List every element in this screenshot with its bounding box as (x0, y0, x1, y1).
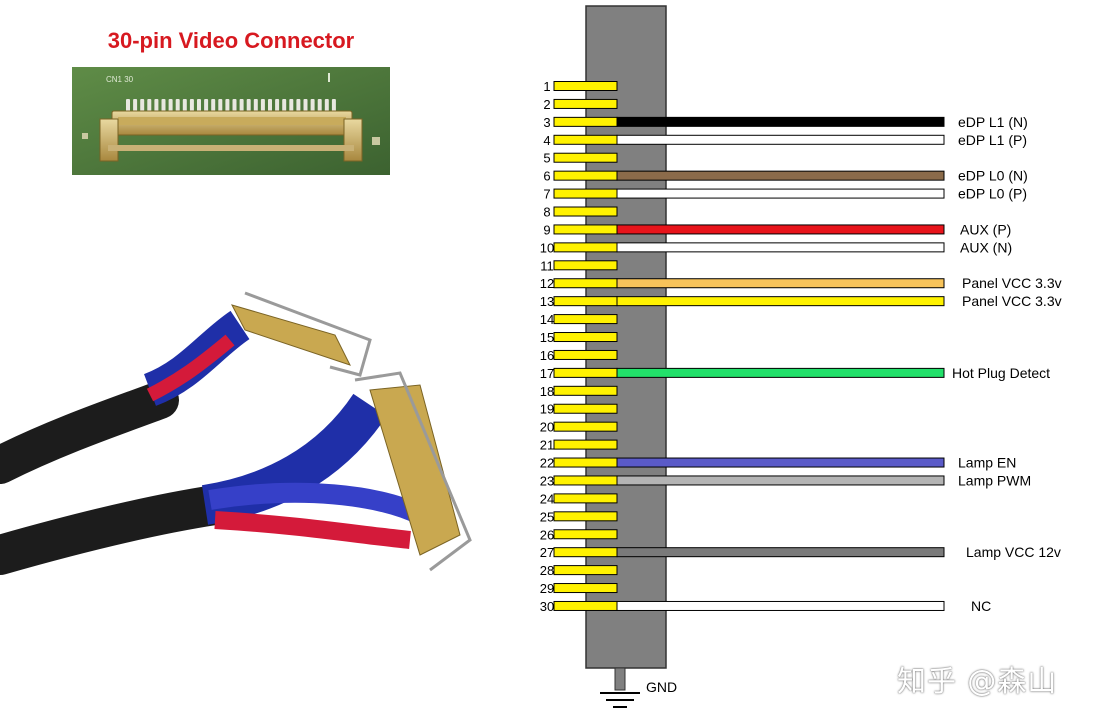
pin-29 (553, 583, 618, 594)
pin-number: 24 (540, 491, 554, 506)
pin-number: 2 (543, 97, 550, 112)
signal-label: Lamp VCC 12v (966, 544, 1061, 560)
pin-number: 15 (540, 330, 554, 345)
pin-23 (553, 475, 618, 486)
pin-19 (553, 403, 618, 414)
wire-pin-17 (616, 367, 945, 378)
wire-pin-4 (616, 134, 945, 145)
cable-assembly-photo (0, 291, 472, 575)
pin-number: 13 (540, 294, 554, 309)
pin-12 (553, 278, 618, 289)
pin-number: 8 (543, 205, 550, 220)
pin-18 (553, 385, 618, 396)
pin-11 (553, 260, 618, 271)
wire-pin-3 (616, 116, 945, 127)
wire-pin-27 (616, 547, 945, 558)
pin-number: 18 (540, 384, 554, 399)
pin-22 (553, 457, 618, 468)
pin-26 (553, 529, 618, 540)
signal-label: NC (971, 598, 991, 614)
signal-label: Panel VCC 3.3v (962, 275, 1062, 291)
signal-label: eDP L0 (P) (958, 186, 1027, 202)
pin-15 (553, 332, 618, 343)
pin-9 (553, 224, 618, 235)
pin-25 (553, 511, 618, 522)
pin-number: 7 (543, 187, 550, 202)
pin-number: 10 (540, 240, 554, 255)
connector-photo: CN1 30 (72, 67, 390, 175)
wire-pin-9 (616, 224, 945, 235)
pin-number: 22 (540, 456, 554, 471)
ground-label: GND (646, 679, 677, 695)
signal-label: AUX (N) (960, 239, 1012, 255)
silkscreen-label: CN1 30 (106, 75, 134, 84)
pin-number: 14 (540, 312, 554, 327)
pin-number: 30 (540, 599, 554, 614)
wire-pin-13 (616, 296, 945, 307)
connector-title: 30-pin Video Connector (107, 28, 355, 53)
wire-pin-30 (616, 600, 945, 611)
pin-number: 9 (543, 222, 550, 237)
pin-7 (553, 188, 618, 199)
wire-pin-7 (616, 188, 945, 199)
pin-14 (553, 314, 618, 325)
pin-30 (553, 600, 618, 611)
pin-number: 27 (540, 545, 554, 560)
signal-label: Lamp EN (958, 455, 1016, 471)
pin-number: 12 (540, 276, 554, 291)
pin-5 (553, 152, 618, 163)
pin-number: 5 (543, 151, 550, 166)
signal-label: eDP L1 (P) (958, 132, 1027, 148)
pin-8 (553, 206, 618, 217)
pin-13 (553, 296, 618, 307)
pin-number: 26 (540, 527, 554, 542)
pin-10 (553, 242, 618, 253)
pin-28 (553, 565, 618, 576)
pin-number: 25 (540, 509, 554, 524)
signal-label: Hot Plug Detect (952, 365, 1050, 381)
pin-number: 1 (543, 79, 550, 94)
pin-number: 11 (540, 258, 554, 273)
pin-3 (553, 116, 618, 127)
pin-27 (553, 547, 618, 558)
signal-label: Lamp PWM (958, 472, 1031, 488)
pin-number: 3 (543, 115, 550, 130)
wire-pin-6 (616, 170, 945, 181)
pin-24 (553, 493, 618, 504)
signal-label: AUX (P) (960, 221, 1011, 237)
pin-21 (553, 439, 618, 450)
pin-number: 29 (540, 581, 554, 596)
pin-number: 21 (540, 438, 554, 453)
pin-number: 23 (540, 473, 554, 488)
pin-6 (553, 170, 618, 181)
pin-16 (553, 349, 618, 360)
pin-4 (553, 134, 618, 145)
pin-number: 20 (540, 420, 554, 435)
wire-pin-23 (616, 475, 945, 486)
wire-pin-22 (616, 457, 945, 468)
pin-20 (553, 421, 618, 432)
signal-label: eDP L0 (N) (958, 168, 1028, 184)
wire-pin-10 (616, 242, 945, 253)
pin-17 (553, 367, 618, 378)
pin-1 (553, 81, 618, 91)
ground-symbol (600, 667, 640, 708)
pin-number: 4 (543, 133, 550, 148)
watermark: 知乎 @森山 (897, 664, 1058, 698)
wire-pin-12 (616, 278, 945, 289)
pin-number: 16 (540, 348, 554, 363)
pin-number: 6 (543, 169, 550, 184)
signal-label: Panel VCC 3.3v (962, 293, 1062, 309)
pin-2 (553, 98, 618, 109)
pin-number: 17 (540, 366, 554, 381)
signal-label: eDP L1 (N) (958, 114, 1028, 130)
pin-number: 19 (540, 402, 554, 417)
pin-number: 28 (540, 563, 554, 578)
